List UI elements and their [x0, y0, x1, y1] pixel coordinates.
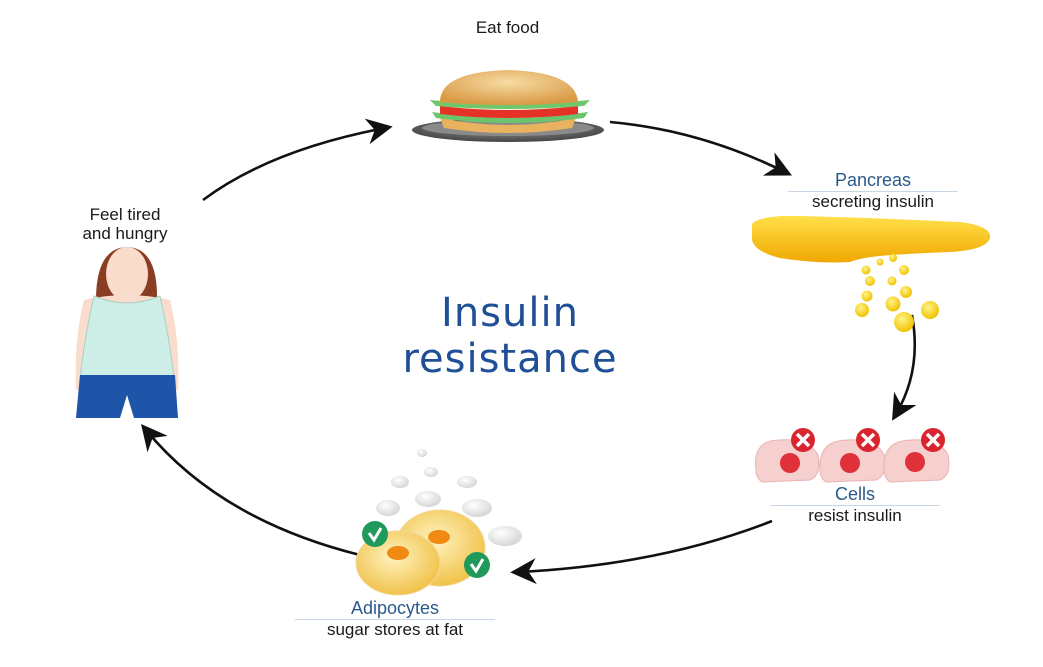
arrow-adipocytes-to-tired: [141, 423, 361, 557]
adipocytes-icon: [355, 449, 522, 596]
tired-heading: Feel tired: [89, 205, 161, 224]
eat-food-label: Eat food: [475, 18, 540, 37]
cells-icon: [755, 428, 950, 483]
pancreas-caption: Pancreas secreting insulin: [788, 170, 958, 211]
arrow-eat-to-pancreas: [609, 120, 792, 176]
title-line-2: resistance: [402, 336, 618, 382]
adipocytes-divider: [295, 619, 495, 620]
x-mark-icon: [921, 428, 945, 452]
arrow-tired-to-eat: [202, 118, 393, 202]
pancreas-heading: Pancreas: [834, 170, 912, 190]
tired-caption: Feel tired and hungry: [60, 205, 190, 243]
pancreas-divider: [788, 191, 958, 192]
pancreas-subtext: secreting insulin: [812, 192, 934, 211]
cells-caption: Cells resist insulin: [770, 484, 940, 525]
arrow-cells-to-adipocytes: [510, 519, 773, 585]
title-line-1: Insulin: [441, 290, 579, 336]
cells-subtext: resist insulin: [808, 506, 902, 525]
burger-icon: [412, 70, 604, 142]
arrow-pancreas-to-cells: [892, 314, 917, 421]
cells-heading: Cells: [834, 484, 875, 504]
check-mark-icon: [362, 521, 388, 547]
adipocytes-caption: Adipocytes sugar stores at fat: [295, 598, 495, 639]
x-mark-icon: [791, 428, 815, 452]
check-mark-icon: [464, 552, 490, 578]
adipocytes-heading: Adipocytes: [350, 598, 440, 618]
tired-subtext: and hungry: [82, 224, 168, 243]
x-mark-icon: [856, 428, 880, 452]
cells-divider: [770, 505, 940, 506]
diagram-title: Insulin resistance: [340, 290, 680, 382]
pancreas-icon: [752, 215, 991, 332]
adipocytes-subtext: sugar stores at fat: [326, 620, 464, 639]
woman-icon: [75, 247, 179, 418]
